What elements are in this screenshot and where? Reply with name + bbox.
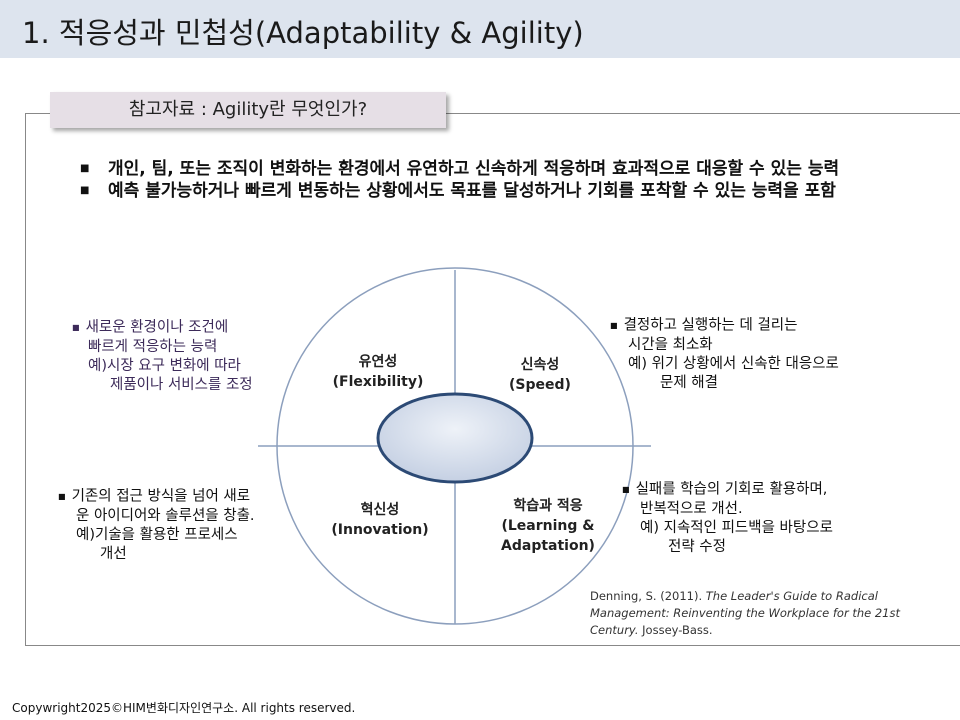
quadrant-label-innovation: 혁신성 (Innovation) bbox=[318, 500, 442, 540]
citation-publisher: Jossey-Bass. bbox=[642, 623, 713, 637]
content-frame bbox=[25, 113, 960, 646]
note-line: 제품이나 서비스를 조정 bbox=[110, 376, 253, 393]
note-innovation: ■ 기존의 접근 방식을 넘어 새로 운 아이디어와 솔루션을 창출. 예)기술을… bbox=[58, 487, 298, 564]
flexibility-label-en: (Flexibility) bbox=[332, 374, 424, 390]
learning-label-ko: 학습과 적응 bbox=[513, 498, 583, 514]
note-speed: ■ 결정하고 실행하는 데 걸리는 시간을 최소화 예) 위기 상황에서 신속한 … bbox=[610, 316, 910, 393]
innovation-label-en: (Innovation) bbox=[331, 522, 429, 538]
note-line: 전략 수정 bbox=[668, 538, 726, 555]
bullet-square-icon: ■ bbox=[72, 323, 80, 332]
note-line: 시간을 최소화 bbox=[628, 336, 713, 353]
flexibility-label-ko: 유연성 bbox=[358, 354, 398, 370]
bullet-square-icon: ■ bbox=[80, 163, 90, 174]
note-line: 예) 위기 상황에서 신속한 대응으로 bbox=[628, 355, 839, 372]
note-line: 운 아이디어와 솔루션을 창출. bbox=[76, 507, 255, 524]
learning-label-en-line2: Adaptation) bbox=[501, 538, 595, 554]
learning-label-en-line1: (Learning & bbox=[501, 518, 595, 534]
note-learning: ■ 실패를 학습의 기회로 활용하며, 반복적으로 개선. 예) 지속적인 피드백… bbox=[622, 480, 912, 557]
citation-book-title: The Leader's Guide to Radical Management… bbox=[590, 589, 901, 637]
speed-label-en: (Speed) bbox=[509, 377, 571, 393]
copyright-notice: Copywright2025©HIM변화디자인연구소. All rights r… bbox=[12, 701, 356, 715]
note-line: 예)기술을 활용한 프로세스 bbox=[76, 526, 238, 543]
definition-bullet-text: 예측 불가능하거나 빠르게 변동하는 상황에서도 목표를 달성하거나 기회를 포… bbox=[108, 181, 836, 201]
bullet-square-icon: ■ bbox=[58, 492, 66, 501]
note-line: 예)시장 요구 변화에 따라 bbox=[88, 357, 241, 374]
note-line: 기존의 접근 방식을 넘어 새로 bbox=[71, 488, 251, 505]
page-title: 1. 적응성과 민첩성(Adaptability & Agility) bbox=[22, 16, 584, 50]
center-ellipse bbox=[376, 392, 534, 484]
note-line: 빠르게 적응하는 능력 bbox=[88, 338, 218, 355]
citation-author: Denning, S. (2011). bbox=[590, 589, 703, 603]
note-flexibility: ■ 새로운 환경이나 조건에 빠르게 적응하는 능력 예)시장 요구 변화에 따라… bbox=[72, 318, 302, 395]
note-line: 문제 해결 bbox=[660, 374, 718, 391]
note-line: 실패를 학습의 기회로 활용하며, bbox=[635, 481, 828, 498]
note-line: 예) 지속적인 피드백을 바탕으로 bbox=[640, 519, 833, 536]
reference-tag: 참고자료 : Agility란 무엇인가? bbox=[50, 92, 446, 128]
quadrant-label-speed: 신속성 (Speed) bbox=[490, 355, 590, 395]
note-line: 결정하고 실행하는 데 걸리는 bbox=[623, 317, 798, 334]
quadrant-label-flexibility: 유연성 (Flexibility) bbox=[328, 352, 428, 392]
bullet-square-icon: ■ bbox=[80, 185, 90, 196]
definition-bullets: ■ 개인, 팀, 또는 조직이 변화하는 환경에서 유연하고 신속하게 적응하며… bbox=[80, 158, 895, 202]
note-line: 새로운 환경이나 조건에 bbox=[85, 319, 229, 336]
title-bar: 1. 적응성과 민첩성(Adaptability & Agility) bbox=[0, 0, 960, 58]
speed-label-ko: 신속성 bbox=[520, 357, 560, 373]
definition-bullet: ■ 개인, 팀, 또는 조직이 변화하는 환경에서 유연하고 신속하게 적응하며… bbox=[80, 158, 895, 180]
definition-bullet: ■ 예측 불가능하거나 빠르게 변동하는 상황에서도 목표를 달성하거나 기회를… bbox=[80, 180, 895, 202]
definition-bullet-text: 개인, 팀, 또는 조직이 변화하는 환경에서 유연하고 신속하게 적응하며 효… bbox=[108, 159, 840, 179]
bullet-square-icon: ■ bbox=[622, 485, 630, 494]
bullet-square-icon: ■ bbox=[610, 321, 618, 330]
innovation-label-ko: 혁신성 bbox=[360, 502, 400, 518]
citation: Denning, S. (2011). The Leader's Guide t… bbox=[590, 588, 930, 639]
quadrant-label-learning: 학습과 적응 (Learning & Adaptation) bbox=[490, 496, 606, 556]
note-line: 개선 bbox=[100, 545, 127, 562]
note-line: 반복적으로 개선. bbox=[640, 500, 743, 517]
